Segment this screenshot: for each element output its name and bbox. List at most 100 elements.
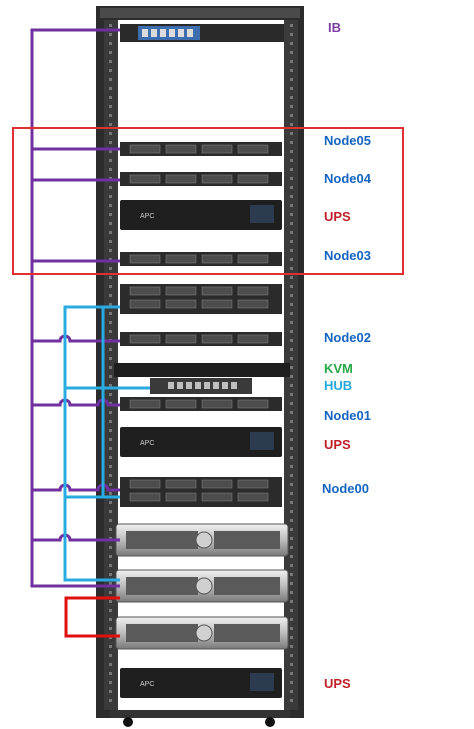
rail-hole [290,501,293,504]
hub-port [204,382,210,389]
rail-hole [290,537,293,540]
rail-hole [290,276,293,279]
rail-hole [109,276,112,279]
label-hub: HUB [324,378,352,393]
rail-hole [290,573,293,576]
rail-hole [290,186,293,189]
rail-hole [109,33,112,36]
label-node02: Node02 [324,330,371,345]
ups-top: APC [120,200,282,230]
hub-port [213,382,219,389]
drive-bay [129,399,161,409]
rail-hole [290,87,293,90]
rail-hole [109,249,112,252]
rail-hole [109,663,112,666]
rail-hole [290,672,293,675]
node03-server [120,252,282,266]
rail-hole [290,51,293,54]
label-node04: Node04 [324,171,372,186]
label-node01: Node01 [324,408,371,423]
rail-hole [290,123,293,126]
rail-hole [109,159,112,162]
rail-hole [109,411,112,414]
rail-hole [109,528,112,531]
drive-bay [129,174,161,184]
rail-hole [109,591,112,594]
rail-hole [290,69,293,72]
rail-hole [109,699,112,702]
rail-hole [109,330,112,333]
labels: IB Node05 Node04 UPS Node03 Node02 KVM H… [322,20,372,691]
hub-port [222,382,228,389]
ups-mid-chassis [120,427,282,457]
rail-hole [109,132,112,135]
dell-server-3-logo [195,624,213,642]
dell-server-1-vent-right [214,531,280,549]
rail-hole [290,24,293,27]
drive-bay [201,479,233,489]
rail-hole [290,321,293,324]
rail-hole [290,393,293,396]
rail-hole [290,330,293,333]
dell-server-2 [115,569,289,603]
ib-port [142,29,148,37]
rail-hole [290,528,293,531]
drive-bay [129,479,161,489]
drive-bay [201,334,233,344]
rail-hole [290,348,293,351]
ups-mid-display [250,432,274,450]
label-ib: IB [328,20,341,35]
rail-hole [109,456,112,459]
rail-hole [109,519,112,522]
rail-hole [109,60,112,63]
rail-hole [290,699,293,702]
rail-hole [290,312,293,315]
rail-hole [109,366,112,369]
rail-hole [109,672,112,675]
rail-hole [290,60,293,63]
label-node05: Node05 [324,133,371,148]
rail-hole [109,357,112,360]
rail-hole [290,339,293,342]
rail-hole [109,168,112,171]
rail-hole [109,501,112,504]
rail-hole [290,114,293,117]
ups-bottom-chassis [120,668,282,698]
rail-hole [109,564,112,567]
ups-top-display [250,205,274,223]
rail-hole [290,690,293,693]
rack-base [110,710,290,718]
rail-hole [290,465,293,468]
rail-hole [290,546,293,549]
hub-ports [168,382,237,389]
rail-hole [290,204,293,207]
rail-hole [109,492,112,495]
rail-hole [109,483,112,486]
rail-hole [109,321,112,324]
drive-bay [237,144,269,154]
rail-hole [290,168,293,171]
power-cable [64,596,120,638]
rail-hole [290,564,293,567]
drive-bay [201,144,233,154]
rail-hole [109,303,112,306]
drive-bay [165,399,197,409]
dell-server-3-vent-left [126,624,198,642]
node02-server [120,332,282,346]
rail-hole [109,654,112,657]
label-kvm: KVM [324,361,353,376]
label-ups-mid: UPS [324,437,351,452]
rail-hole [290,429,293,432]
drive-bay [165,479,197,489]
rail-hole [290,249,293,252]
dell-server-1 [115,523,289,557]
rail-hole [109,42,112,45]
rail-hole [290,96,293,99]
rail-hole [109,384,112,387]
rail-hole [109,447,112,450]
rail-hole [109,24,112,27]
rail-hole [109,87,112,90]
rail-hole [290,519,293,522]
rail-hole [109,105,112,108]
rail-hole [290,177,293,180]
